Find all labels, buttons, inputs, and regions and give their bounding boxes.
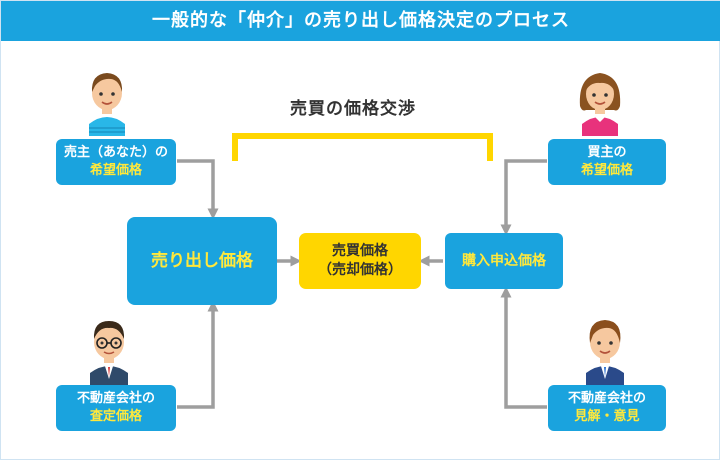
sale-price-box: 売買価格 （売却価格） — [299, 233, 421, 289]
person-seller-icon — [89, 73, 125, 136]
person-agent-glasses-icon — [90, 321, 128, 385]
offer-price-label: 購入申込価格 — [462, 253, 546, 269]
buyer-desired-price-box: 買主の 希望価格 — [548, 139, 666, 185]
sale-box-line1: 売買価格 — [332, 243, 388, 259]
arrow-buyer-to-offer — [500, 159, 547, 236]
seller-box-line1: 売主（あなた）の — [63, 145, 168, 160]
buyer-box-line2: 希望価格 — [580, 163, 633, 178]
listing-price-box: 売り出し価格 — [127, 217, 277, 305]
seller-box-line2: 希望価格 — [89, 163, 142, 178]
purchase-offer-price-box: 購入申込価格 — [445, 233, 563, 289]
listing-price-label: 売り出し価格 — [151, 251, 253, 271]
arrow-opinion-to-offer — [500, 286, 547, 409]
buyer-box-line1: 買主の — [587, 145, 627, 160]
opinion-box-line2: 見解・意見 — [574, 409, 640, 424]
person-buyer-icon — [579, 73, 621, 136]
sale-box-line2: （売却価格） — [318, 262, 402, 278]
arrow-appraisal-to-listing — [177, 300, 219, 409]
appraisal-box-line2: 査定価格 — [89, 409, 142, 424]
agent-opinion-box: 不動産会社の 見解・意見 — [548, 385, 666, 431]
seller-desired-price-box: 売主（あなた）の 希望価格 — [56, 139, 176, 185]
person-agent-suit-icon — [586, 320, 624, 385]
negotiation-label: 売買の価格交渉 — [290, 99, 416, 119]
negotiation-bracket — [232, 133, 493, 161]
opinion-box-line1: 不動産会社の — [567, 391, 646, 406]
appraisal-box-line1: 不動産会社の — [76, 391, 155, 406]
page-title: 一般的な「仲介」の売り出し価格決定のプロセス — [1, 1, 720, 41]
agent-appraisal-box: 不動産会社の 査定価格 — [56, 385, 176, 431]
arrow-seller-to-listing — [177, 159, 219, 220]
